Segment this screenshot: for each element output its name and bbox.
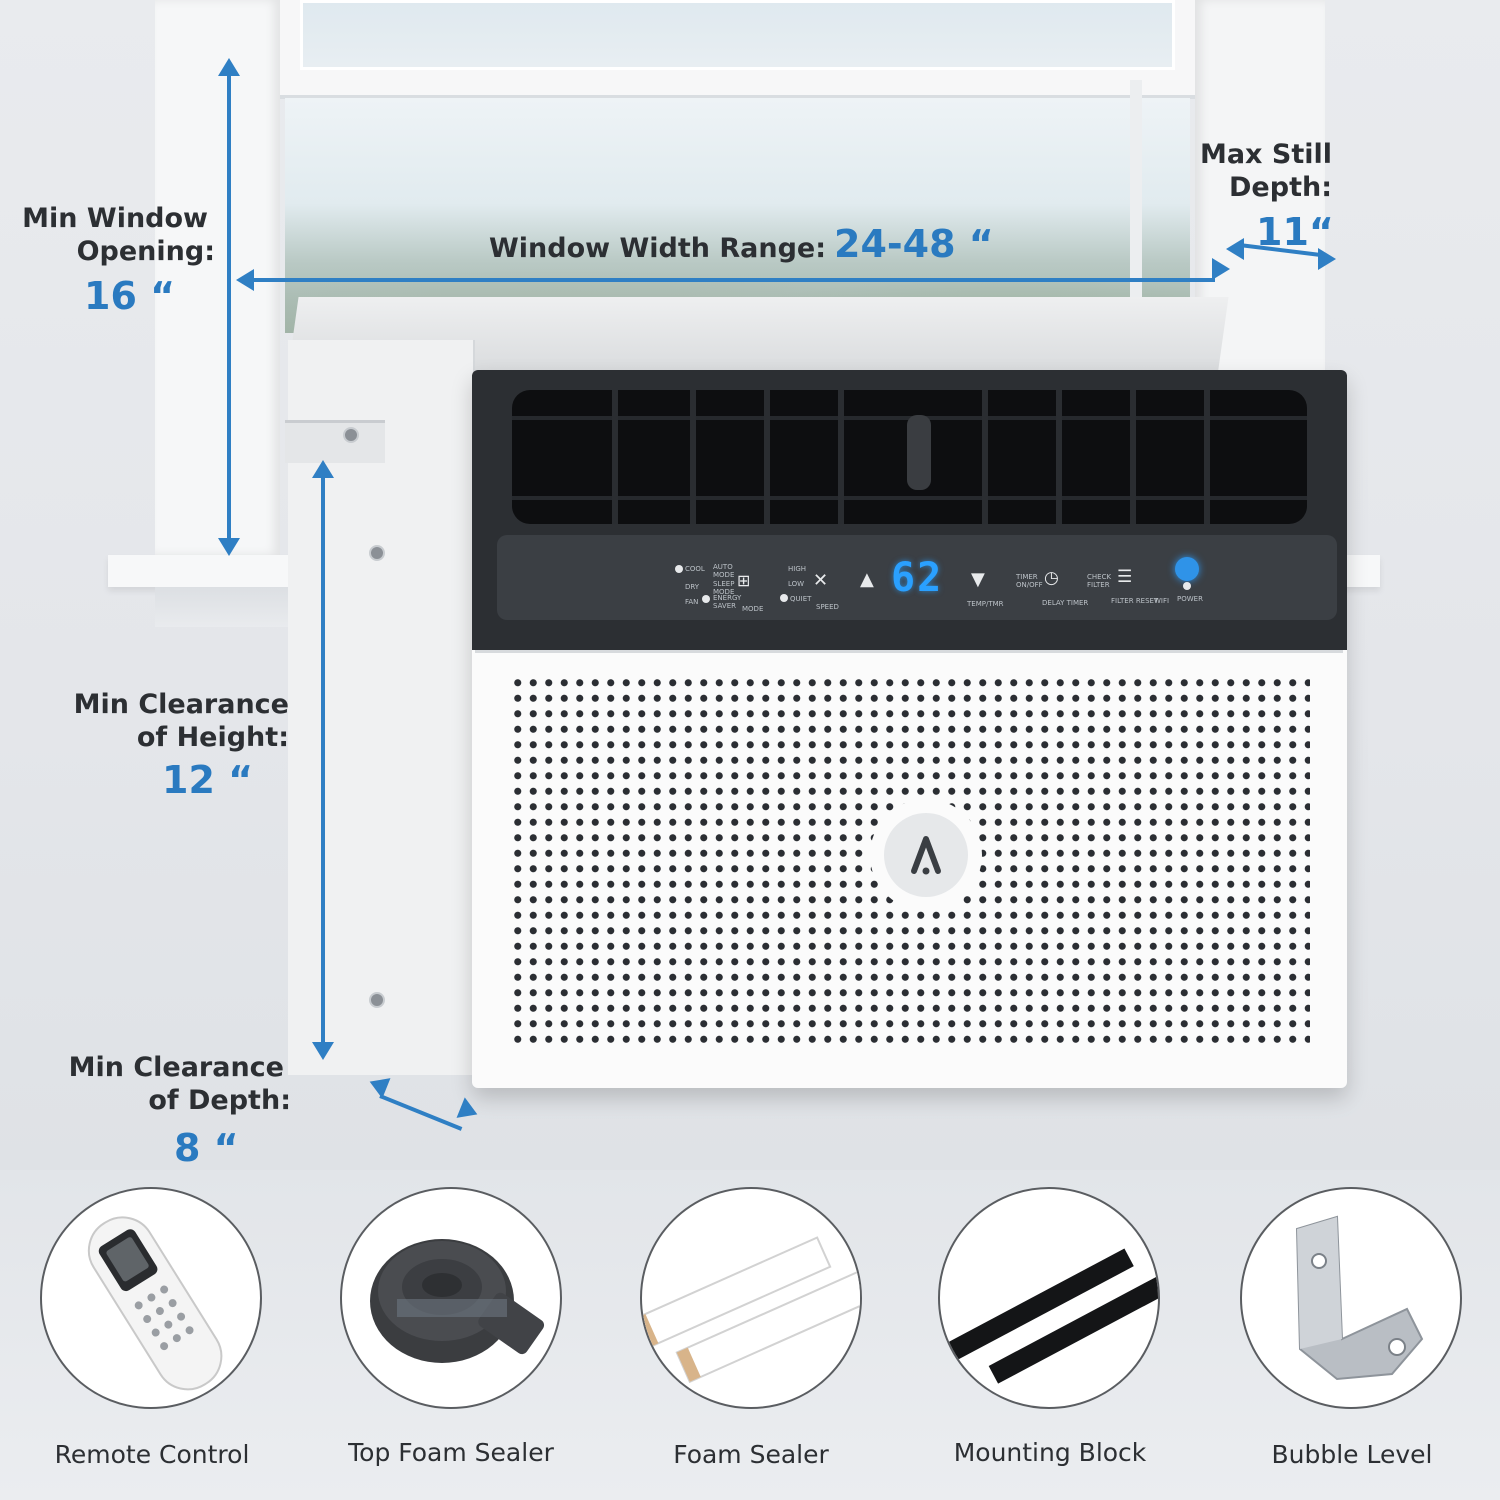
accessory-label: Bubble Level	[1271, 1440, 1433, 1469]
sill-depth-label-2: Depth:	[1229, 172, 1332, 203]
front-grille	[475, 650, 1343, 1088]
accessory-foam-sealer	[640, 1187, 862, 1409]
clearance-height-label-2: of Height:	[136, 722, 289, 753]
window-frame-left	[155, 0, 280, 555]
arrow-up-icon	[312, 460, 334, 478]
power-button-icon[interactable]	[1175, 557, 1199, 581]
panel-label-cool: COOL	[685, 565, 705, 573]
panel-label-energy: ENERGY SAVER	[713, 594, 742, 610]
panel-label-fan: FAN	[685, 598, 699, 606]
window-opening-value: 16 “	[84, 274, 176, 318]
accessory-remote-control	[40, 1187, 262, 1409]
temp-up-icon[interactable]: ▲	[860, 569, 874, 590]
arrow-right-icon	[1212, 258, 1230, 280]
fan-speed-icon[interactable]: ✕	[813, 570, 829, 591]
panel-label-speed: SPEED	[816, 603, 839, 611]
brand-logo	[884, 813, 968, 897]
window-opening-line	[227, 72, 231, 542]
sill-depth-value: 11“	[1256, 210, 1334, 254]
panel-label-delay: DELAY TIMER	[1042, 599, 1089, 607]
clearance-height-label-1: Min Clearance	[73, 689, 289, 720]
screw-icon	[369, 545, 385, 561]
window-opening-label-2: Opening:	[76, 236, 215, 267]
indicator-light	[780, 594, 788, 602]
window-upper-glass	[300, 0, 1175, 70]
panel-label-power: POWER	[1177, 595, 1203, 603]
window-width-line	[250, 278, 1215, 282]
panel-label-low: LOW	[788, 580, 805, 588]
accessory-label: Mounting Block	[953, 1438, 1147, 1467]
arrow-down-icon	[218, 538, 240, 556]
mode-button-icon[interactable]: ⊞	[737, 571, 751, 590]
clearance-depth-label-1: Min Clearance	[68, 1052, 284, 1083]
panel-label-temp: TEMP/TMR	[967, 600, 1004, 608]
clock-icon[interactable]: ◷	[1044, 568, 1059, 588]
foam-roll-icon	[370, 1239, 545, 1363]
louver-knob[interactable]	[907, 415, 931, 490]
filter-icon[interactable]: ☰	[1117, 567, 1133, 587]
arrow-left-icon	[236, 269, 254, 291]
accessory-label: Remote Control	[54, 1440, 250, 1469]
screw-icon	[369, 992, 385, 1008]
clearance-height-value: 12 “	[162, 758, 254, 802]
panel-label-check: CHECK FILTER	[1087, 573, 1112, 589]
arrow-up-icon	[218, 58, 240, 76]
accessory-mounting-block	[938, 1187, 1160, 1409]
sill-depth-label-1: Max Still	[1199, 139, 1332, 170]
panel-label-dry: DRY	[685, 583, 700, 591]
screw-icon	[343, 427, 359, 443]
clearance-height-line	[321, 474, 325, 1044]
control-panel: COOL DRY FAN AUTO MODE SLEEP MODE ENERGY…	[497, 535, 1337, 620]
arrow-left-icon	[1226, 238, 1244, 260]
accessory-bubble-level	[1240, 1187, 1462, 1409]
accessory-label: Foam Sealer	[673, 1440, 829, 1469]
arrow-right-icon	[1318, 248, 1336, 270]
temp-down-icon[interactable]: ▼	[971, 569, 985, 590]
indicator-light	[702, 595, 710, 603]
window-width-label: Window Width Range:	[489, 233, 827, 264]
window-sash	[1130, 80, 1142, 335]
indicator-light	[675, 565, 683, 573]
bracket-icon	[1295, 1215, 1424, 1381]
panel-label-filter-reset: FILTER RESET	[1111, 597, 1159, 605]
window-opening-label-1: Min Window	[22, 203, 208, 234]
accessory-top-foam-sealer	[340, 1187, 562, 1409]
panel-label-wifi: WIFI	[1154, 597, 1170, 605]
panel-label-auto: AUTO MODE	[713, 563, 735, 579]
temperature-display: 62	[891, 555, 944, 601]
remote-control-icon	[87, 1216, 223, 1391]
clearance-depth-value: 8 “	[174, 1126, 239, 1170]
side-bracket	[285, 420, 385, 463]
arrow-down-icon	[312, 1042, 334, 1060]
window-width-value: 24-48 “	[834, 222, 994, 266]
mounting-block-icon	[947, 1248, 1158, 1384]
panel-label-high: HIGH	[788, 565, 807, 573]
foam-strip-icon	[642, 1236, 860, 1384]
clearance-depth-label-2: of Depth:	[148, 1085, 291, 1116]
air-vent	[512, 390, 1307, 524]
accessory-label: Top Foam Sealer	[348, 1438, 554, 1467]
power-indicator	[1183, 582, 1191, 590]
panel-label-timer: TIMER ON/OFF	[1016, 573, 1043, 589]
panel-label-sleep: SLEEP MODE	[713, 580, 735, 596]
panel-label-quiet: QUIET	[790, 595, 812, 603]
panel-label-mode: MODE	[742, 605, 764, 613]
